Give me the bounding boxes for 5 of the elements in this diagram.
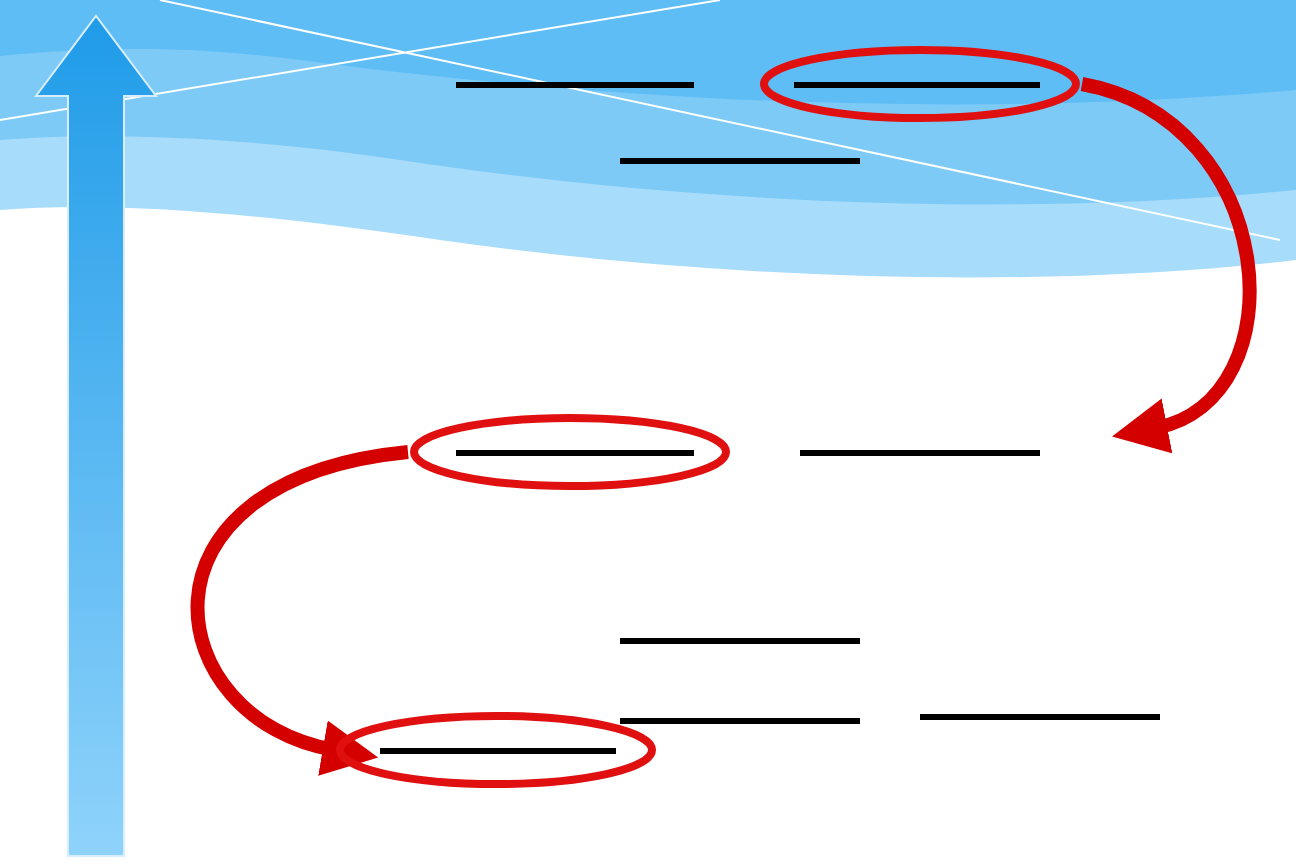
highlight-ellipse xyxy=(334,710,658,790)
highlight-ellipse xyxy=(758,44,1082,124)
curved-arrow xyxy=(1080,77,1257,451)
curved-arrow xyxy=(190,445,410,774)
highlight-ellipse xyxy=(408,412,732,492)
